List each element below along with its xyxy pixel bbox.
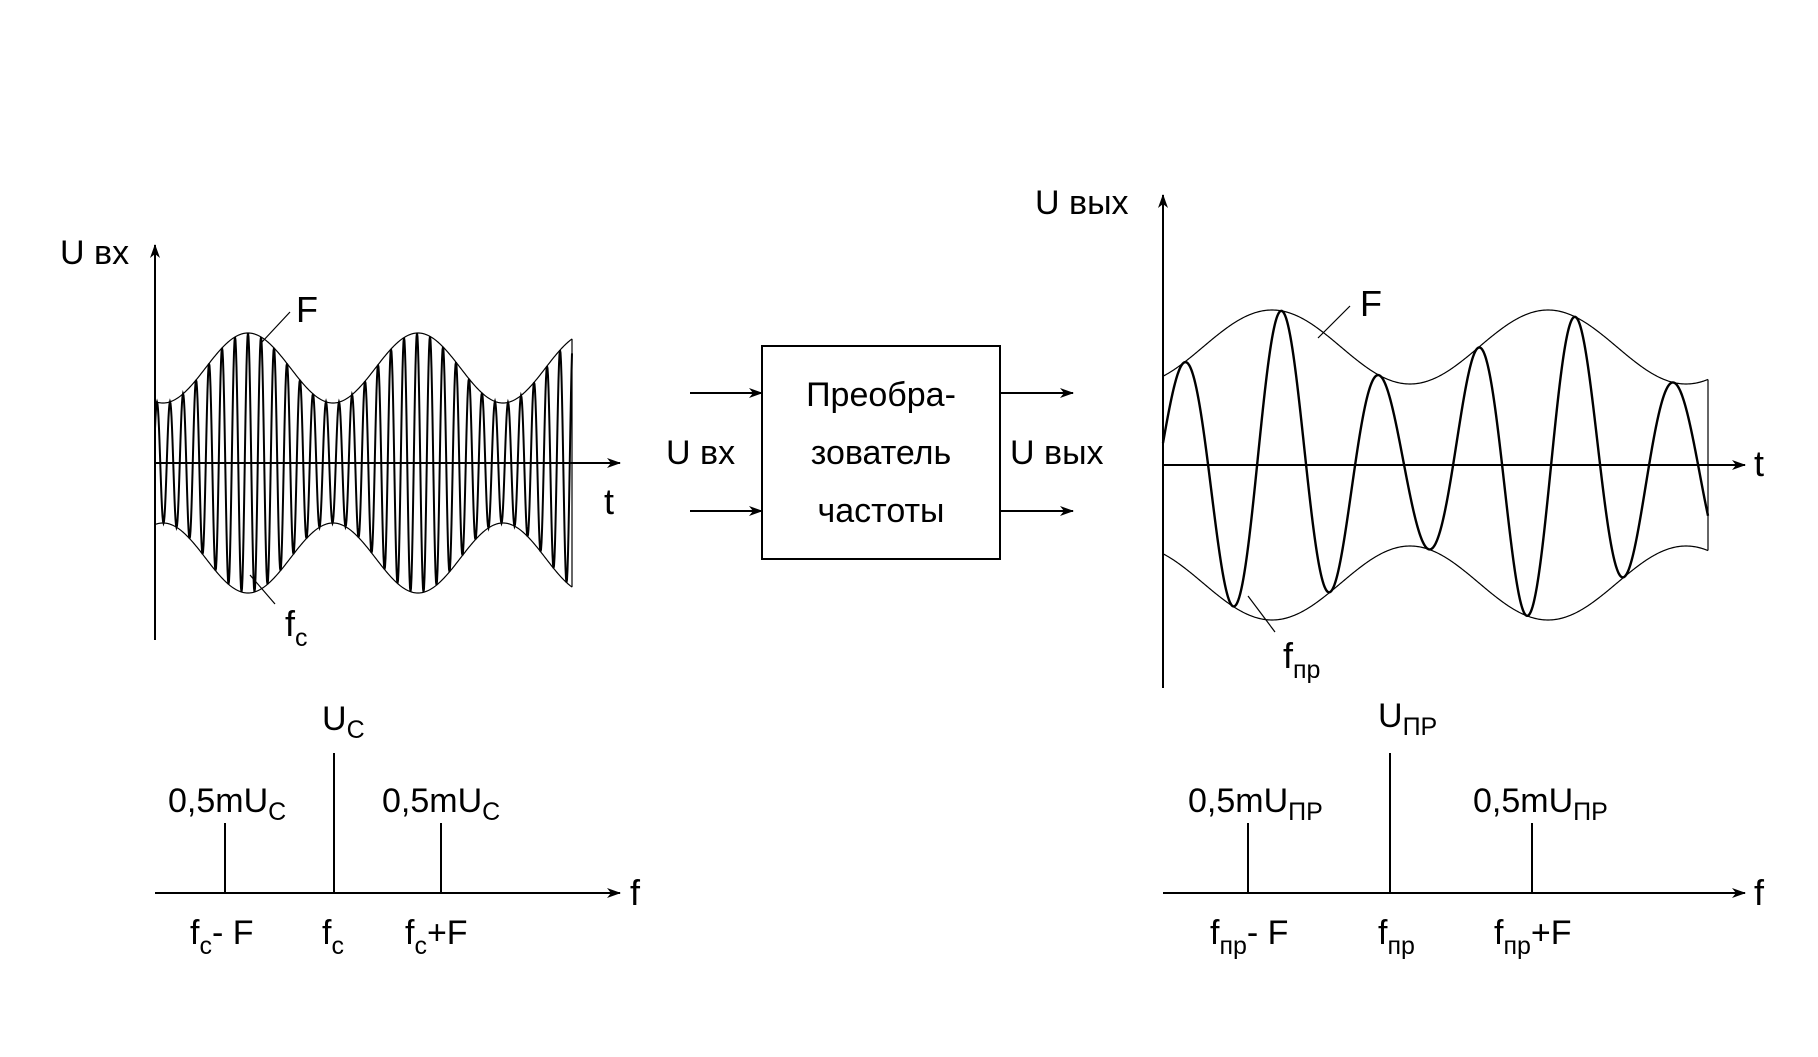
left-amp-label-carrier: UC — [322, 700, 365, 744]
left-x-axis-label: t — [604, 481, 614, 522]
right-amp-label-upper: 0,5mUПР — [1473, 782, 1608, 826]
converter-text-line-3: частоты — [818, 492, 945, 530]
right-time-plot: U вых t F fпр — [1035, 184, 1764, 688]
right-envelope-label: F — [1360, 283, 1382, 324]
right-carrier-leader — [1247, 595, 1276, 633]
converter-text-line-2: зователь — [811, 434, 951, 472]
left-amp-label-lower: 0,5mUC — [168, 782, 286, 826]
right-freq-label-carrier: fпр — [1378, 914, 1415, 960]
right-modulated-carrier — [1161, 309, 1710, 618]
left-y-axis-label: U вх — [60, 234, 129, 272]
right-freq-label-lower: fпр- F — [1210, 914, 1288, 960]
converter-block: Преобра- зователь частоты U вх U вых — [666, 345, 1104, 560]
right-carrier-label: fпр — [1283, 635, 1320, 684]
left-carrier-leader — [249, 574, 276, 605]
right-spectrum: f 0,5mUПР UПР 0,5mUПР fпр- F fпр fпр+F — [1163, 697, 1765, 960]
left-spectrum-axis-label: f — [630, 872, 641, 913]
right-amp-label-carrier: UПР — [1378, 697, 1437, 741]
right-spectrum-axis-label: f — [1754, 872, 1765, 913]
converter-text-line-1: Преобра- — [806, 376, 956, 414]
right-envelope-upper — [1162, 309, 1709, 385]
converter-output-label: U вых — [1010, 434, 1104, 472]
left-envelope-label: F — [296, 289, 318, 330]
left-amp-label-upper: 0,5mUC — [382, 782, 500, 826]
left-time-plot: U вх t F fc — [60, 234, 621, 652]
left-envelope-leader — [261, 311, 291, 343]
left-freq-label-carrier: fc — [322, 914, 344, 960]
right-freq-label-upper: fпр+F — [1494, 914, 1572, 960]
left-carrier-label: fc — [285, 603, 308, 652]
left-modulated-carrier — [154, 332, 573, 593]
right-amp-label-lower: 0,5mUПР — [1188, 782, 1323, 826]
left-freq-label-upper: fc+F — [405, 914, 468, 960]
right-envelope-lower — [1162, 545, 1709, 621]
left-spectrum: f 0,5mUC UC 0,5mUC fc- F fc fc+F — [155, 700, 641, 960]
left-envelope-upper — [154, 332, 573, 404]
right-envelope-leader — [1317, 305, 1351, 339]
right-y-axis-label: U вых — [1035, 184, 1129, 222]
right-x-axis-label: t — [1754, 443, 1764, 484]
converter-box — [761, 345, 1001, 560]
left-freq-label-lower: fc- F — [190, 914, 254, 960]
converter-input-label: U вх — [666, 434, 735, 472]
